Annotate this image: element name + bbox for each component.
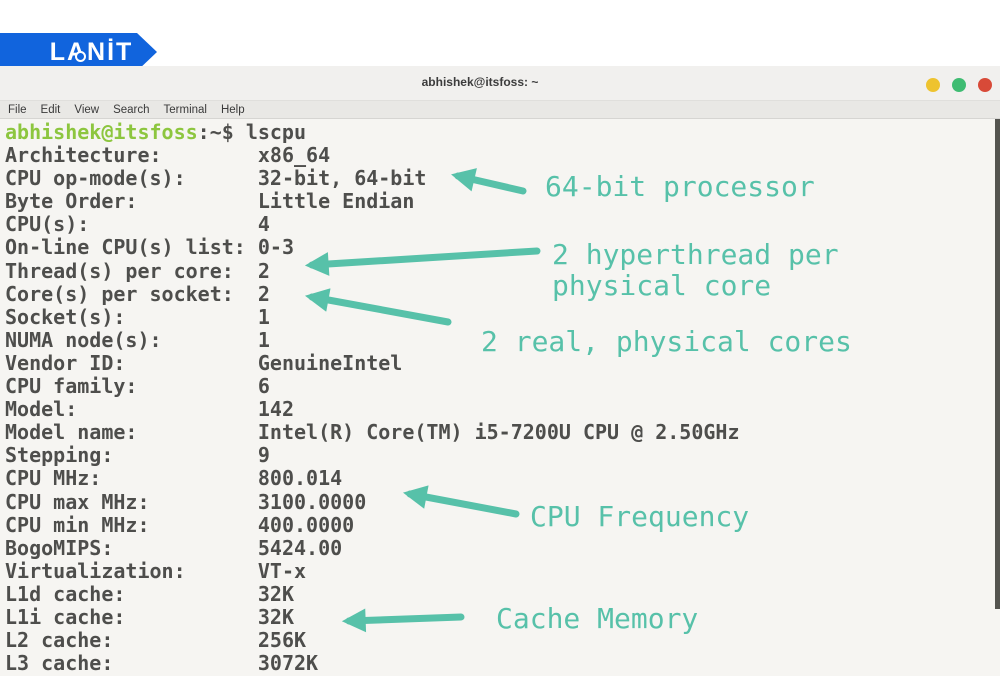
output-label: Byte Order: (5, 189, 138, 214)
maximize-dot-icon[interactable] (952, 78, 966, 92)
output-label: CPU max MHz: (5, 489, 150, 514)
output-row: Model name: Intel(R) Core(TM) i5-7200U CP… (5, 421, 1000, 444)
output-value: 1 (257, 304, 270, 329)
output-label: Virtualization: (5, 558, 186, 583)
output-label: CPU(s): (5, 212, 90, 237)
output-label: Vendor ID: (5, 350, 126, 375)
output-value: 32K (257, 604, 294, 629)
output-value: 142 (257, 397, 294, 422)
terminal-window: abhishek@itsfoss: ~ File Edit View Search Te… (0, 66, 1000, 676)
output-row: Socket(s): 1 (5, 304, 1000, 329)
output-label: Model: (5, 397, 78, 422)
lanit-logo-text: LANİT (49, 37, 134, 66)
output-row: CPU max MHz: 3100.0000 (5, 489, 1000, 514)
annotation-cpu-frequency: CPU Frequency (530, 500, 750, 533)
output-row: Core(s) per socket: 2 (5, 281, 1000, 306)
prompt-user: abhishek@itsfoss (5, 120, 198, 144)
output-row: Architecture: x86_64 (5, 143, 1000, 168)
output-label: L1i cache: (5, 604, 126, 629)
output-value: Intel(R) Core(TM) i5-7200U CPU @ 2.50GHz (257, 420, 740, 445)
output-label: L2 cache: (5, 628, 114, 653)
output-value: 32K (257, 581, 294, 606)
window-title: abhishek@itsfoss: ~ (421, 75, 539, 89)
output-value: 400.0000 (257, 512, 355, 537)
output-label: CPU family: (5, 374, 138, 399)
output-value: 32-bit, 64-bit (257, 166, 427, 191)
output-label: On-line CPU(s) list: (5, 235, 246, 260)
menu-bar: File Edit View Search Terminal Help (0, 101, 1000, 119)
typed-command: lscpu (245, 120, 307, 144)
annotation-cache-memory: Cache Memory (496, 602, 699, 635)
scrollbar[interactable] (995, 119, 1000, 609)
menu-item-terminal[interactable]: Terminal (163, 103, 207, 116)
output-row: CPU min MHz: 400.0000 (5, 512, 1000, 537)
output-row: L1i cache: 32K (5, 604, 1000, 629)
output-row: L1d cache: 32K (5, 581, 1000, 606)
output-label: Stepping: (5, 443, 114, 468)
output-value: 1 (257, 327, 270, 352)
output-value: 0-3 (257, 235, 294, 260)
prompt-suffix: :~$ (197, 120, 234, 144)
output-label: NUMA node(s): (5, 327, 162, 352)
menu-item-edit[interactable]: Edit (40, 103, 61, 116)
window-controls (926, 78, 992, 92)
output-value: Little Endian (257, 189, 415, 214)
menu-item-file[interactable]: File (8, 103, 27, 116)
output-row: On-line CPU(s) list: 0-3 (5, 236, 1000, 259)
output-label: Socket(s): (5, 304, 126, 329)
output-label: CPU min MHz: (5, 512, 150, 537)
prompt-line: abhishek@itsfoss:~$ lscpu (5, 120, 1000, 144)
output-row: L3 cache: 3072K (5, 652, 1000, 675)
output-value: 6 (257, 374, 270, 399)
output-row: Virtualization: VT-x (5, 558, 1000, 583)
output-value: GenuineIntel (257, 350, 403, 375)
output-row: Vendor ID: GenuineIntel (5, 350, 1000, 375)
output-row: BogoMIPS: 5424.00 (5, 535, 1000, 560)
menu-item-view[interactable]: View (74, 103, 100, 116)
output-value: 2 (257, 281, 270, 306)
output-value: 2 (257, 258, 270, 283)
output-row: Model: 142 (5, 398, 1000, 421)
output-label: BogoMIPS: (5, 535, 114, 560)
logo-a-mark-icon (75, 51, 86, 62)
output-value: 5424.00 (257, 535, 343, 560)
menu-item-help[interactable]: Help (220, 103, 245, 116)
window-titlebar[interactable]: abhishek@itsfoss: ~ (0, 66, 1000, 101)
output-row: CPU family: 6 (5, 374, 1000, 399)
output-value: 3072K (257, 651, 319, 676)
annotation-physical-cores: 2 real, physical cores (481, 325, 852, 358)
annotation-64bit-processor: 64-bit processor (545, 170, 815, 203)
output-label: L1d cache: (5, 581, 126, 606)
minimize-dot-icon[interactable] (926, 78, 940, 92)
output-value: VT-x (257, 558, 307, 583)
output-label: Architecture: (5, 143, 162, 168)
menu-item-search[interactable]: Search (113, 103, 150, 116)
output-value: x86_64 (257, 143, 331, 168)
terminal-body[interactable]: abhishek@itsfoss:~$ lscpu Architecture: x8… (0, 119, 1000, 676)
output-row: CPU MHz: 800.014 (5, 467, 1000, 490)
output-label: Core(s) per socket: (5, 281, 234, 306)
output-value: 800.014 (257, 466, 343, 491)
output-value: 9 (257, 443, 270, 468)
output-value: 256K (257, 628, 307, 653)
output-label: Model name: (5, 420, 138, 445)
output-label: Thread(s) per core: (5, 258, 234, 283)
output-row: L2 cache: 256K (5, 628, 1000, 653)
output-row: CPU op-mode(s): 32-bit, 64-bit (5, 167, 1000, 190)
output-label: CPU op-mode(s): (5, 166, 186, 191)
output-value: 3100.0000 (257, 489, 367, 514)
output-row: Thread(s) per core: 2 (5, 258, 1000, 283)
output-label: CPU MHz: (5, 466, 102, 491)
output-row: Stepping: 9 (5, 444, 1000, 467)
output-label: L3 cache: (5, 651, 114, 676)
annotation-hyperthread: 2 hyperthread per physical core (552, 238, 839, 302)
output-row: Byte Order: Little Endian (5, 190, 1000, 213)
output-row: NUMA node(s): 1 (5, 327, 1000, 352)
lanit-logo: LANİT (0, 33, 157, 71)
close-dot-icon[interactable] (978, 78, 992, 92)
output-value: 4 (257, 212, 270, 237)
output-row: CPU(s): 4 (5, 213, 1000, 236)
